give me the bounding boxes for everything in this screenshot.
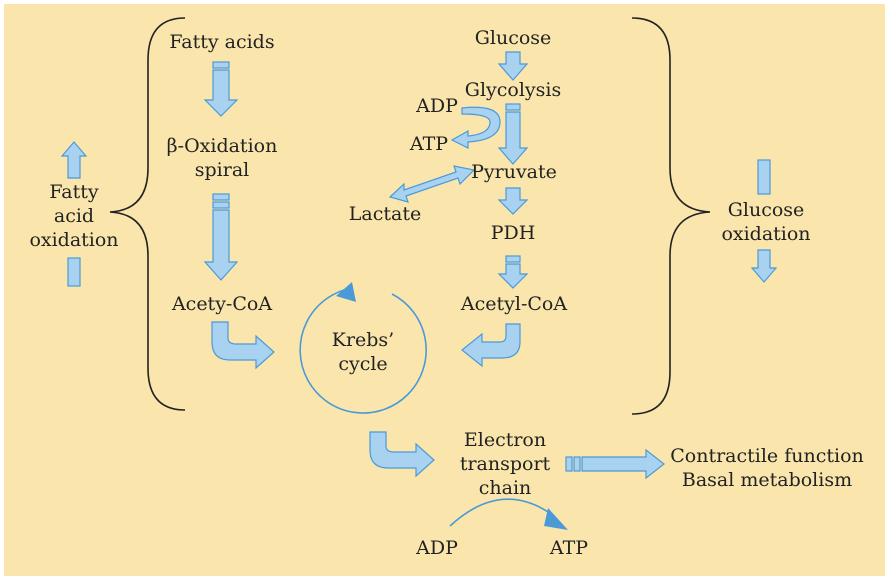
diagram-background-panel [4,4,885,576]
label-glycolysis: Glycolysis [464,79,562,101]
label-krebs-cycle: Krebs’ cycle [318,328,408,376]
label-beta-oxidation-spiral: β-Oxidation spiral [150,134,294,182]
glucose-oxidation-line2: oxidation [721,223,811,245]
glucose-oxidation-bar [757,159,771,195]
arrow-glycolysis-down [497,103,529,165]
basal-metabolism: Basal metabolism [681,469,853,491]
arrow-adp-to-atp [450,106,501,149]
arrow-pdh-down [497,255,529,289]
arrow-pyruvate-down [497,187,529,215]
arrow-fatty-acid-oxidation-up [60,141,88,179]
arrow-lactate-pyruvate [388,165,476,203]
label-adp-top: ADP [416,95,458,117]
label-glucose: Glucose [474,27,552,49]
right-brace [631,17,711,415]
label-atp-bottom: ATP [549,537,589,559]
label-lactate: Lactate [348,203,422,225]
arrow-acetyl-coa-to-krebs [461,323,521,368]
etc-line1: Electron [463,429,547,451]
arrow-glucose-oxidation-down [750,249,778,283]
label-acety-coa: Acety-CoA [171,293,273,315]
fatty-acid-oxidation-line2: acid [53,205,95,227]
label-contractile-basal: Contractile function Basal metabolism [664,444,870,492]
etc-line3: chain [478,477,532,499]
krebs-cycle-circle [299,287,427,414]
arrow-acety-coa-to-krebs [211,321,275,370]
arrow-krebs-to-etc [369,431,435,478]
label-glucose-oxidation: Glucose oxidation [712,198,820,246]
label-pyruvate: Pyruvate [471,161,557,183]
arrow-beta-oxidation-down [203,193,239,281]
glucose-oxidation-line1: Glucose [727,199,805,221]
label-pdh: PDH [490,222,536,244]
label-electron-transport-chain: Electron transport chain [450,428,560,500]
etc-line2: transport [459,453,551,475]
label-adp-bottom: ADP [416,537,458,559]
adp-atp-bottom-arrowhead [544,508,568,530]
left-brace [109,17,186,411]
label-fatty-acids: Fatty acids [169,31,275,53]
fatty-acid-oxidation-line1: Fatty [49,181,99,203]
fatty-acid-oxidation-line3: oxidation [29,229,119,251]
arrow-etc-to-contractile [565,448,665,480]
krebs-cycle-arrowhead [336,282,356,302]
arrow-fatty-acids-down [203,61,239,117]
krebs-line1: Krebs’ [331,329,395,351]
krebs-line2: cycle [338,353,388,375]
arrow-glucose-down [497,51,529,81]
beta-oxidation-line2: spiral [194,159,250,181]
contractile-function: Contractile function [670,445,864,467]
fatty-acid-oxidation-bar [67,257,81,287]
label-atp-top: ATP [409,133,449,155]
beta-oxidation-line1: β-Oxidation [166,135,278,157]
label-acetyl-coa: Acetyl-CoA [460,293,568,315]
label-fatty-acid-oxidation: Fatty acid oxidation [24,180,124,252]
arrow-adp-to-atp-bottom [449,498,555,527]
